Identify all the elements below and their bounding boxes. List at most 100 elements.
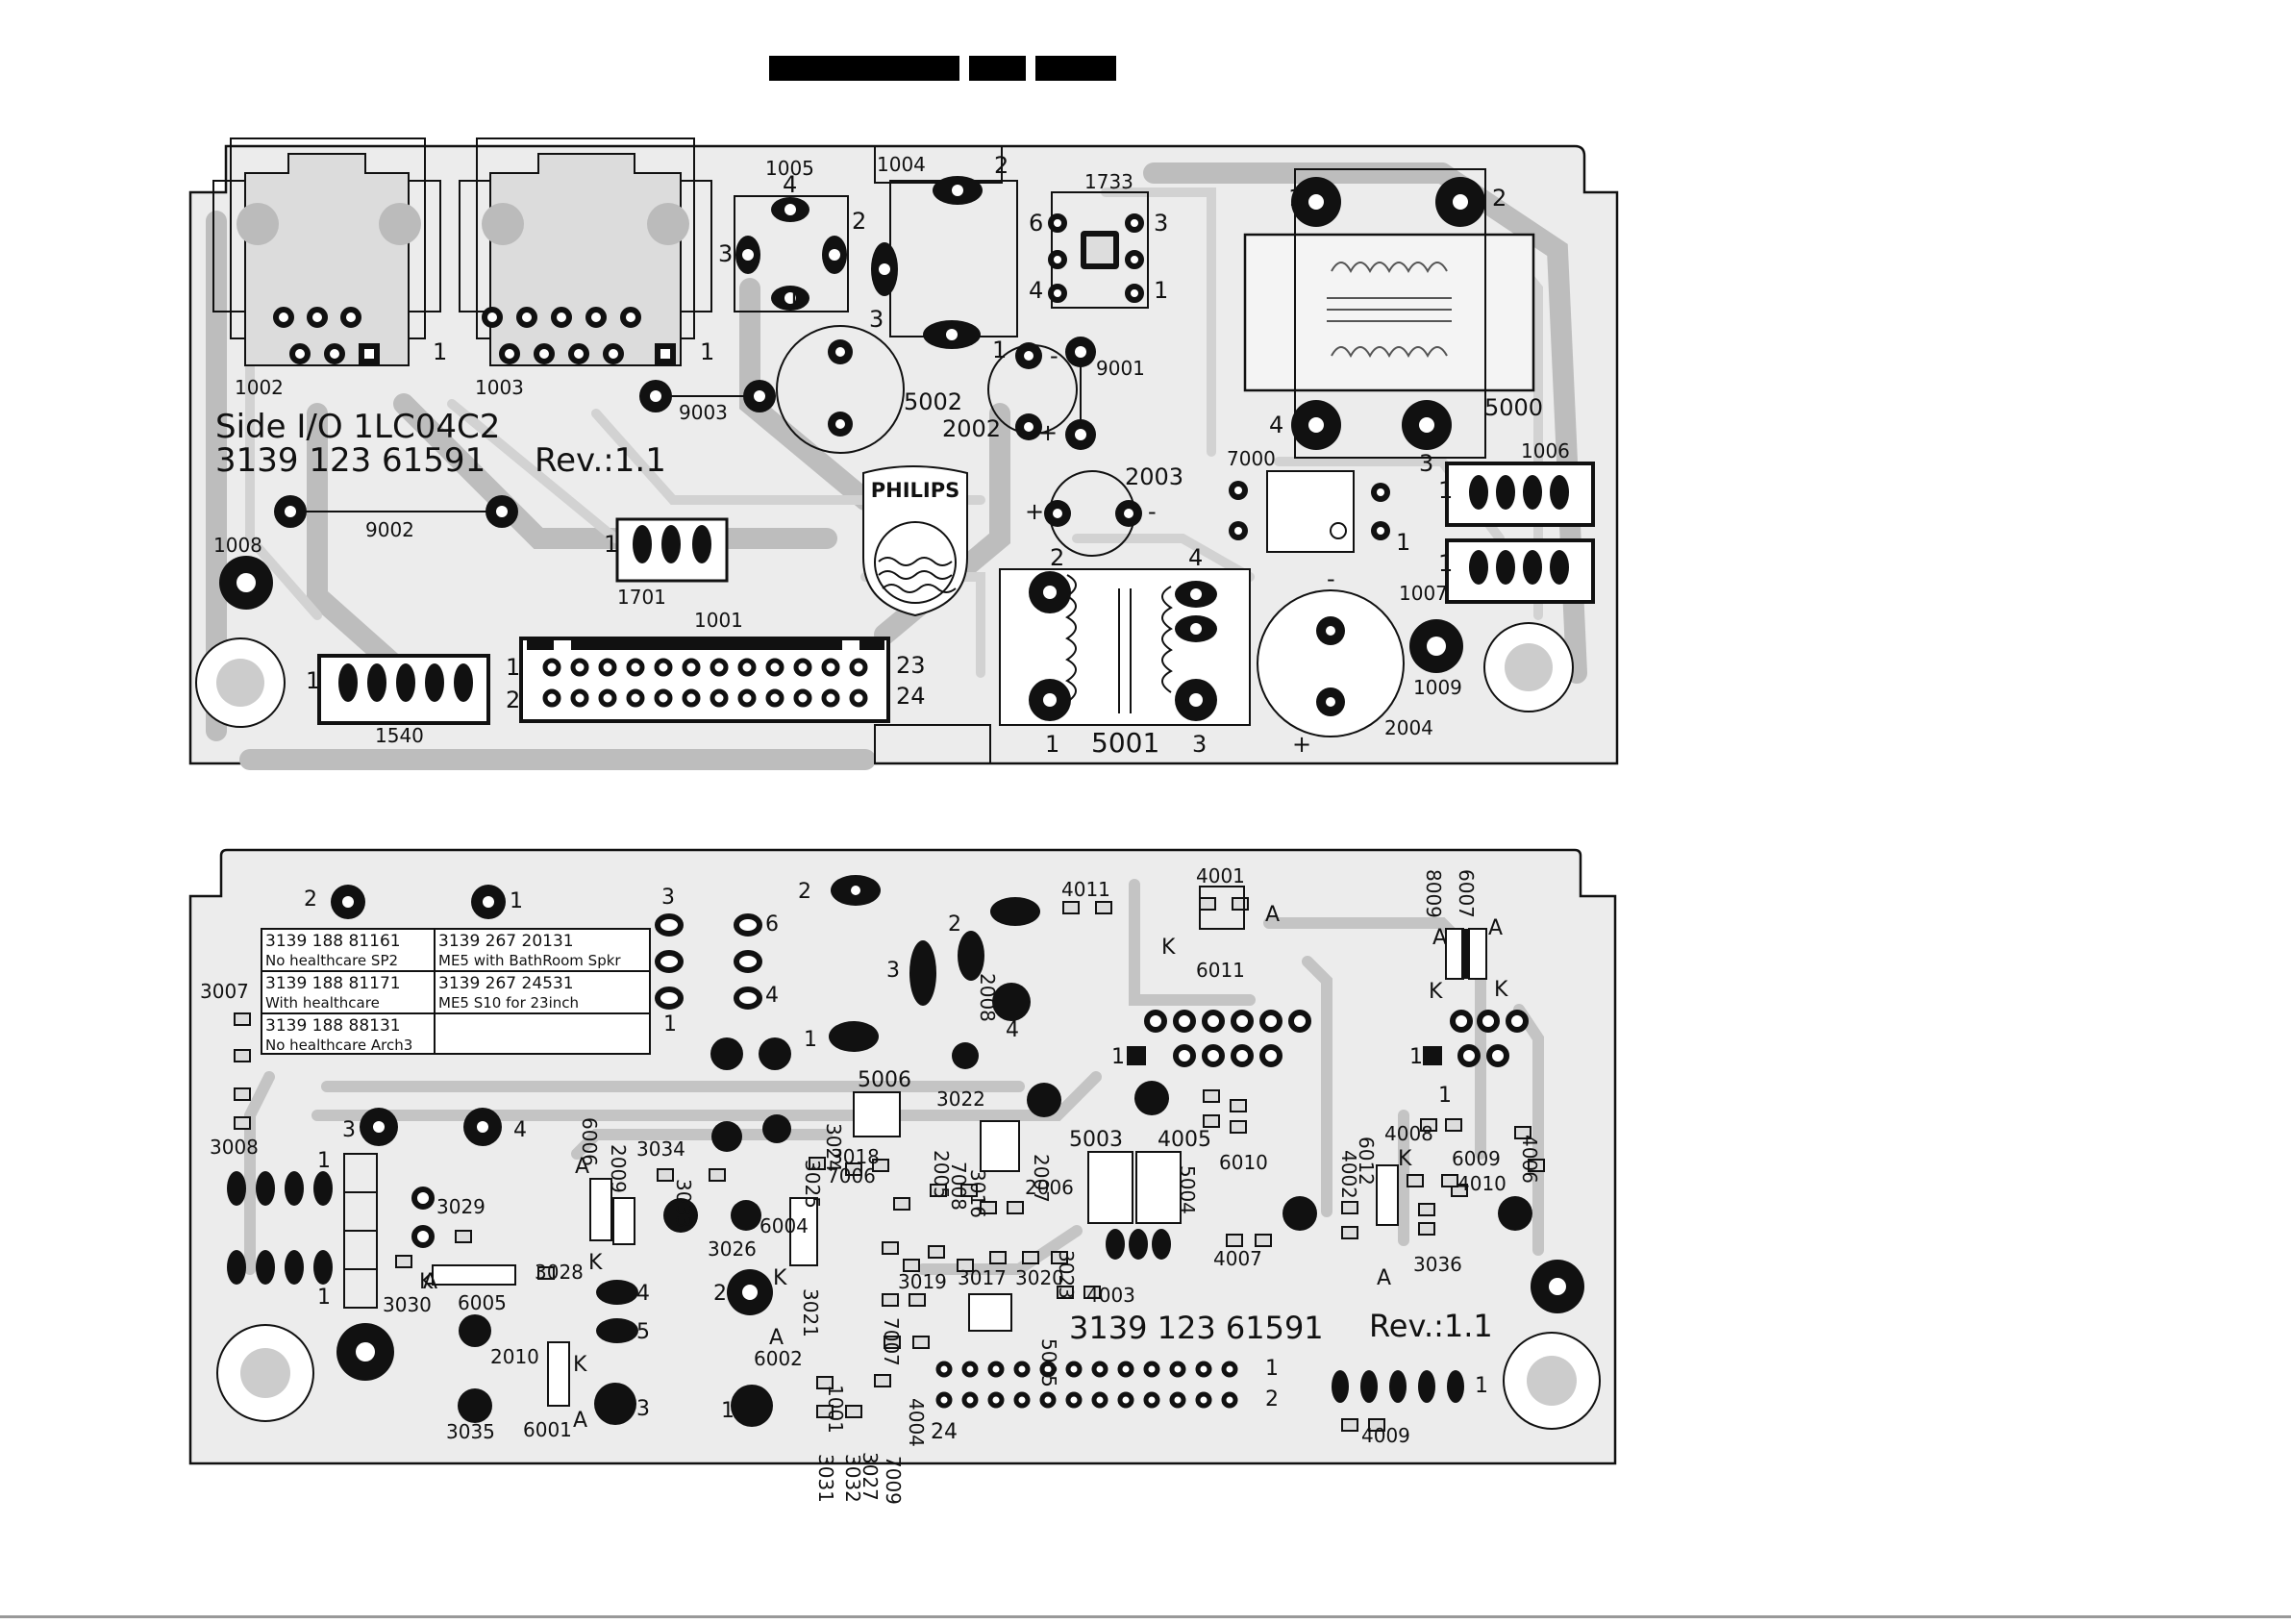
variant-code-a: 3139 188 81161 <box>265 932 401 951</box>
jumper-9003 <box>639 380 776 412</box>
pin-label: 1 <box>317 1149 331 1173</box>
label-3022: 3022 <box>936 1087 985 1111</box>
connector-1540 <box>317 654 490 725</box>
label-7006: 7006 <box>827 1164 876 1187</box>
jumper-9002 <box>274 495 518 528</box>
label-3018: 3018 <box>831 1145 880 1168</box>
philips-logo: PHILIPS <box>862 465 968 617</box>
pin-label: A <box>1377 1266 1391 1290</box>
pin-label: 6 <box>765 912 779 937</box>
label-2005: 2005 <box>930 1150 953 1199</box>
pin-label: 3 <box>636 1397 650 1421</box>
pin-label: K <box>1161 936 1176 960</box>
label-7000: 7000 <box>1227 447 1276 470</box>
pin-label: - <box>1148 498 1157 525</box>
pin-label: 3 <box>1154 210 1168 237</box>
label-3007: 3007 <box>200 980 249 1003</box>
variant-desc-b: ME5 with BathRoom Spkr <box>438 952 621 969</box>
pin-label: 1 <box>1265 1357 1279 1381</box>
label-1701: 1701 <box>617 586 666 609</box>
pin-label: 1 <box>306 667 320 694</box>
variant-desc-a: No healthcare Arch3 <box>265 1037 412 1054</box>
connector-1002 <box>212 137 441 366</box>
pin-label: 1 <box>1409 1045 1423 1069</box>
page-bottom-rule <box>0 1615 2291 1618</box>
pin-label: 1 <box>786 285 801 312</box>
pin-label: 2 <box>1265 1387 1279 1412</box>
label-1006: 1006 <box>1521 439 1570 462</box>
label-6006: 6006 <box>578 1117 601 1166</box>
pin-label: A <box>1488 916 1503 940</box>
label-1008: 1008 <box>213 534 262 557</box>
pin-label: 1 <box>721 1399 735 1423</box>
pin-label: 2 <box>798 880 811 904</box>
capacitor-2004 <box>1257 589 1405 737</box>
pin-label: + <box>1038 419 1058 446</box>
pin-label: K <box>1429 980 1443 1004</box>
variant-desc-a: With healthcare <box>265 994 380 1012</box>
header-bar-2 <box>969 56 1026 81</box>
label-6011: 6011 <box>1196 959 1245 982</box>
pin-label: K <box>773 1266 787 1290</box>
label-2008: 2008 <box>976 973 999 1022</box>
pin-label: K <box>573 1353 587 1377</box>
pin-label: 3 <box>869 306 884 333</box>
pin-label: 1 <box>992 337 1007 363</box>
pin-label: 1 <box>700 338 714 365</box>
capacitor-2002 <box>987 342 1078 440</box>
board-revision-bottom: Rev.:1.1 <box>1369 1308 1493 1344</box>
label-9002: 9002 <box>365 518 414 541</box>
label-6005: 6005 <box>458 1291 507 1314</box>
label-5002: 5002 <box>904 388 962 415</box>
pin-label: K <box>1398 1147 1412 1171</box>
header-bar-1 <box>769 56 959 81</box>
label-1733: 1733 <box>1084 170 1133 193</box>
pin-label: - <box>1050 342 1058 369</box>
pin-label: 4 <box>1269 412 1283 438</box>
mount-1008 <box>219 556 273 610</box>
pin-label: 5 <box>636 1320 650 1344</box>
bottom-copper-traces <box>244 879 1544 1275</box>
pin-label: + <box>1292 731 1311 758</box>
pin-label: 1 <box>604 531 618 558</box>
label-4008: 4008 <box>1384 1122 1433 1145</box>
label-4004: 4004 <box>905 1398 928 1447</box>
pin-label: 2 <box>1492 185 1507 212</box>
label-9003: 9003 <box>679 401 728 424</box>
pin-label: 4 <box>1006 1018 1019 1042</box>
pin-label: 1 <box>510 889 523 913</box>
transformer-5001 <box>874 568 1251 764</box>
variant-code-a: 3139 188 81171 <box>265 974 401 993</box>
pin-label: A <box>575 1155 589 1179</box>
jumper-9001 <box>1065 337 1096 450</box>
label-3035: 3035 <box>446 1420 495 1443</box>
label-3024: 3024 <box>822 1123 845 1172</box>
pin-label: 1 <box>1475 1374 1488 1398</box>
inductor-5002 <box>776 325 905 454</box>
label-1003: 1003 <box>475 376 524 399</box>
pin-label: 4 <box>636 1282 650 1306</box>
pin-label: - <box>1327 565 1335 592</box>
pin-label: 3 <box>661 886 675 910</box>
mount-1009 <box>1409 619 1463 673</box>
label-2002: 2002 <box>942 415 1001 442</box>
label-2003: 2003 <box>1125 463 1183 490</box>
pin-label: 1 <box>433 338 447 365</box>
label-3023: 3023 <box>1055 1250 1078 1299</box>
board-revision-top: Rev.:1.1 <box>535 441 666 480</box>
pin-label: 1 <box>317 1286 331 1310</box>
label-4009: 4009 <box>1361 1424 1410 1447</box>
pin-label: A <box>769 1326 784 1350</box>
board-title: Side I/O 1LC04C2 <box>215 408 500 446</box>
label-1540: 1540 <box>375 724 424 747</box>
label-3032: 3032 <box>841 1454 864 1503</box>
connector-1701 <box>615 517 729 583</box>
label-4001: 4001 <box>1196 864 1245 887</box>
label-9001: 9001 <box>1096 357 1145 380</box>
pin-label: + <box>1025 498 1044 525</box>
label-3020: 3020 <box>1015 1266 1064 1289</box>
pin-label: 1 <box>1288 185 1303 212</box>
